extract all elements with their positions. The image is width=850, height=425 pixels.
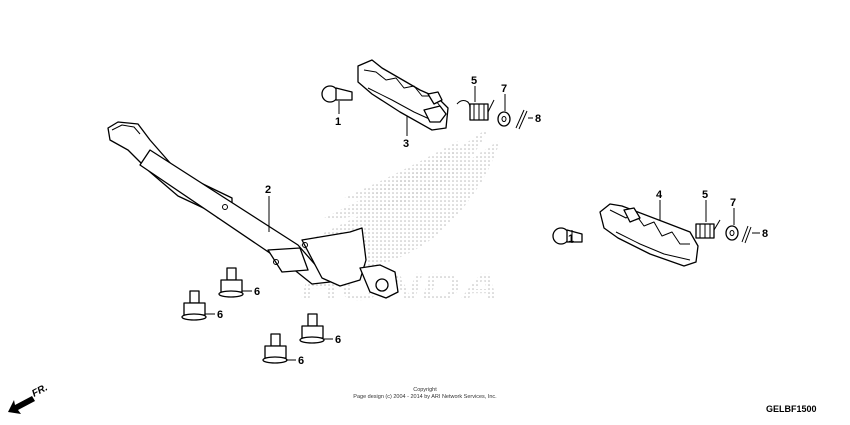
copyright-line-1: Copyright xyxy=(413,387,437,393)
callout-right-bolt: 1 xyxy=(568,233,574,245)
left-return-spring xyxy=(456,99,495,121)
copyright-line-2: Page design (c) 2004 - 2014 by ARI Netwo… xyxy=(353,393,497,400)
left-cotter-pin xyxy=(515,109,528,130)
callout-bolt-a: 6 xyxy=(254,286,260,298)
callout-left-spring: 5 xyxy=(471,75,477,87)
callout-left-footpeg: 3 xyxy=(403,138,409,150)
callout-bracket: 2 xyxy=(265,184,271,196)
footpeg-bracket xyxy=(107,121,399,299)
leader-lines xyxy=(205,86,760,361)
flange-bolt-b xyxy=(181,290,207,321)
left-pivot-bolt xyxy=(321,85,353,103)
callout-bolt-b: 6 xyxy=(217,309,223,321)
copyright-notice: Copyright Page design (c) 2004 - 2014 by… xyxy=(0,387,850,400)
right-return-spring xyxy=(695,219,721,239)
callout-right-spring: 5 xyxy=(702,189,708,201)
flange-bolt-d xyxy=(262,333,288,364)
right-pivot-bolt xyxy=(552,227,583,245)
left-footpeg xyxy=(357,59,449,131)
left-washer xyxy=(497,111,511,127)
diagram-code: GELBF1500 xyxy=(766,404,817,414)
callout-left-pin: 8 xyxy=(535,113,541,125)
flange-bolt-c xyxy=(299,313,325,344)
callout-right-pin: 8 xyxy=(762,228,768,240)
flange-bolt-a xyxy=(218,267,244,298)
right-cotter-pin xyxy=(741,225,752,244)
callout-bolt-c: 6 xyxy=(335,334,341,346)
right-washer xyxy=(725,225,739,241)
right-footpeg xyxy=(599,203,699,267)
callout-right-footpeg: 4 xyxy=(656,189,663,201)
callout-right-washer: 7 xyxy=(730,197,736,209)
callout-left-bolt: 1 xyxy=(335,116,341,128)
callout-bolt-d: 6 xyxy=(298,355,304,367)
callout-left-washer: 7 xyxy=(501,83,507,95)
